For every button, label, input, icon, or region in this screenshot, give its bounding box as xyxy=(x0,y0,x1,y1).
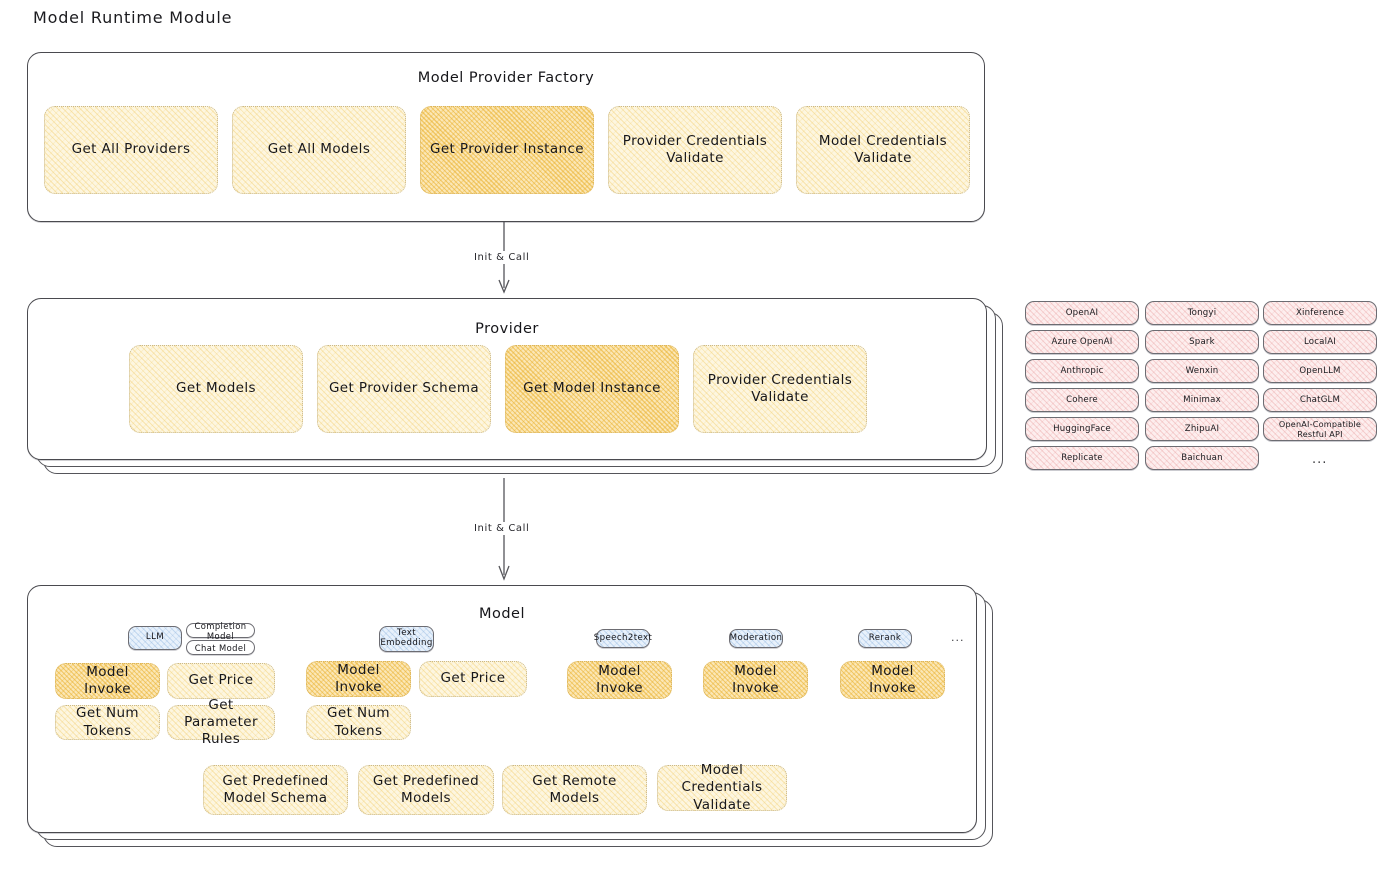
provider-item-provider-credentials-validate[interactable]: Provider Credentials Validate xyxy=(693,345,867,433)
arrow-label-init-call-1: Init & Call xyxy=(471,251,533,264)
provider-item-get-models[interactable]: Get Models xyxy=(129,345,303,433)
provider-pill-openai[interactable]: OpenAI xyxy=(1025,301,1139,325)
rerank-op-model-invoke[interactable]: Model Invoke xyxy=(840,661,945,699)
provider-pill-wenxin[interactable]: Wenxin xyxy=(1145,359,1259,383)
provider-pill-xinference[interactable]: Xinference xyxy=(1263,301,1377,325)
model-subtype-chat-model[interactable]: Chat Model xyxy=(186,640,255,655)
moderation-op-model-invoke[interactable]: Model Invoke xyxy=(703,661,808,699)
provider-pill-cohere[interactable]: Cohere xyxy=(1025,388,1139,412)
provider-pill-chatglm[interactable]: ChatGLM xyxy=(1263,388,1377,412)
factory-item-provider-credentials-validate[interactable]: Provider Credentials Validate xyxy=(608,106,782,194)
factory-item-get-provider-instance[interactable]: Get Provider Instance xyxy=(420,106,594,194)
provider-item-get-model-instance[interactable]: Get Model Instance xyxy=(505,345,679,433)
provider-pill-spark[interactable]: Spark xyxy=(1145,330,1259,354)
arrow-label-init-call-2: Init & Call xyxy=(471,522,533,535)
provider-list-more-ellipsis: ... xyxy=(1312,452,1328,467)
model-subtype-completion-model[interactable]: Completion Model xyxy=(186,621,255,641)
text-embedding-op-get-num-tokens[interactable]: Get Num Tokens xyxy=(306,705,411,740)
provider-pill-openllm[interactable]: OpenLLM xyxy=(1263,359,1377,383)
model-provider-factory-title: Model Provider Factory xyxy=(417,70,595,86)
model-common-op-get-remote-models[interactable]: Get Remote Models xyxy=(502,765,647,815)
model-type-rerank[interactable]: Rerank xyxy=(858,629,912,648)
text-embedding-op-model-invoke[interactable]: Model Invoke xyxy=(306,661,411,697)
provider-pill-azure-openai[interactable]: Azure OpenAI xyxy=(1025,330,1139,354)
provider-title: Provider xyxy=(475,321,539,337)
model-title: Model xyxy=(478,606,526,622)
speech2text-op-model-invoke[interactable]: Model Invoke xyxy=(567,661,672,699)
provider-pill-anthropic[interactable]: Anthropic xyxy=(1025,359,1139,383)
model-type-speech2text[interactable]: Speech2text xyxy=(594,629,652,648)
model-types-more-ellipsis: ... xyxy=(951,631,965,644)
provider-pill-openai-compatible-restful-api[interactable]: OpenAI-Compatible Restful API xyxy=(1263,417,1377,441)
factory-item-get-all-models[interactable]: Get All Models xyxy=(232,106,406,194)
factory-item-get-all-providers[interactable]: Get All Providers xyxy=(44,106,218,194)
llm-op-model-invoke[interactable]: Model Invoke xyxy=(55,663,160,699)
provider-pill-localai[interactable]: LocalAI xyxy=(1263,330,1377,354)
model-type-moderation[interactable]: Moderation xyxy=(729,629,783,648)
page-title: Model Runtime Module xyxy=(33,8,233,27)
provider-pill-minimax[interactable]: Minimax xyxy=(1145,388,1259,412)
model-type-text-embedding[interactable]: Text Embedding xyxy=(379,626,434,652)
model-type-llm[interactable]: LLM xyxy=(128,626,182,650)
llm-op-get-parameter-rules[interactable]: Get Parameter Rules xyxy=(167,697,275,747)
llm-op-get-price[interactable]: Get Price xyxy=(167,663,275,699)
llm-op-get-num-tokens[interactable]: Get Num Tokens xyxy=(55,705,160,740)
model-common-op-get-predefined-model-schema[interactable]: Get Predefined Model Schema xyxy=(203,765,348,815)
provider-pill-replicate[interactable]: Replicate xyxy=(1025,446,1139,470)
provider-pill-baichuan[interactable]: Baichuan xyxy=(1145,446,1259,470)
text-embedding-op-get-price[interactable]: Get Price xyxy=(419,661,527,697)
model-common-op-get-predefined-models[interactable]: Get Predefined Models xyxy=(358,765,494,815)
provider-item-get-provider-schema[interactable]: Get Provider Schema xyxy=(317,345,491,433)
provider-pill-zhipuai[interactable]: ZhipuAI xyxy=(1145,417,1259,441)
model-common-op-model-credentials-validate[interactable]: Model Credentials Validate xyxy=(657,762,787,813)
provider-pill-huggingface[interactable]: HuggingFace xyxy=(1025,417,1139,441)
factory-item-model-credentials-validate[interactable]: Model Credentials Validate xyxy=(796,106,970,194)
provider-pill-tongyi[interactable]: Tongyi xyxy=(1145,301,1259,325)
